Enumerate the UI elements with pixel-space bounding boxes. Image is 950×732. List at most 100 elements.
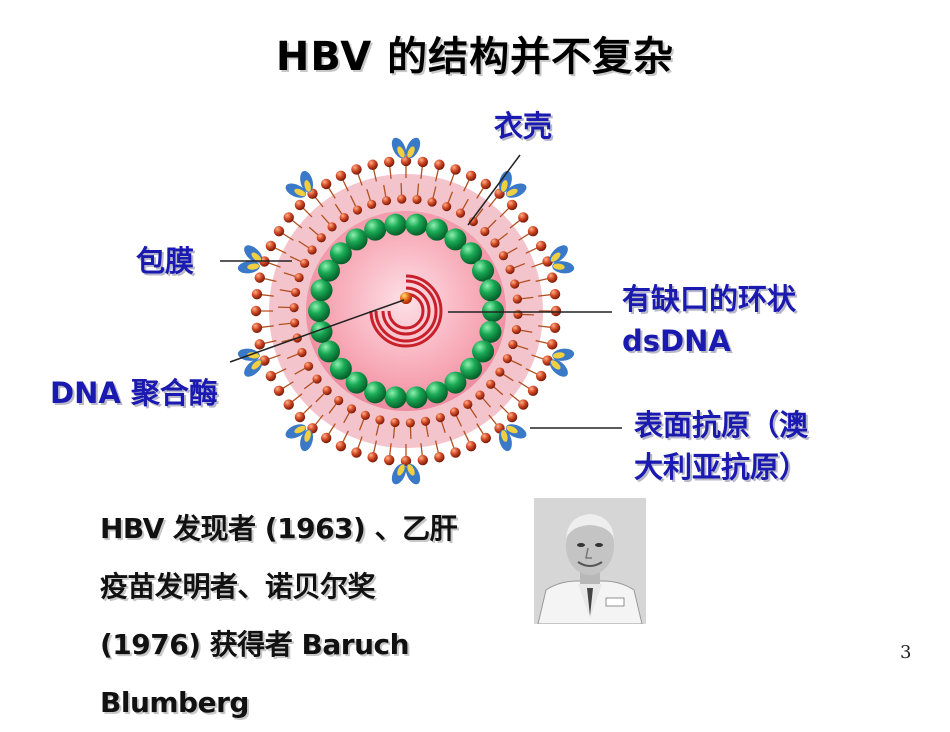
lipid-head [412,195,421,204]
lipid-head [323,386,332,395]
lipid-head [367,452,377,462]
capsomer-ball [308,300,330,322]
bio-line-4: Blumberg [100,674,520,732]
lipid-head [507,200,517,210]
lipid-head [518,399,528,409]
lipid-head [384,455,394,465]
lipid-head [508,340,517,349]
label-dna-polymerase: DNA 聚合酶 [50,372,218,414]
label-capsid: 衣壳 [494,105,552,147]
capsomer-ball [426,381,448,403]
lipid-head [295,200,305,210]
lipid-head [307,245,316,254]
lipid-head [528,226,538,236]
lipid-head [252,289,262,299]
lipid-head [551,306,561,316]
lipid-head [297,348,306,357]
lipid-head [466,441,476,451]
capsomer-ball [318,340,340,362]
lipid-head [336,441,346,451]
capsomer-ball [479,321,501,343]
lipid-head [550,289,560,299]
label-antigen-line1: 表面抗原（澳 [634,404,808,446]
lipid-head [367,200,376,209]
lipid-head [295,273,304,282]
lipid-head [480,227,489,236]
label-envelope: 包膜 [136,240,194,282]
hbv-virion [234,135,578,486]
lipid-head [284,399,294,409]
lipid-head [334,396,343,405]
lipid-head [351,447,361,457]
lipid-head [255,339,265,349]
lipid-head [436,413,445,422]
capsomer-ball [385,386,407,408]
capsomer-ball [405,386,427,408]
lipid-head [251,306,261,316]
lipid-head [481,179,491,189]
capsid-core [306,211,506,411]
lipid-head [284,212,294,222]
lipid-head [336,171,346,181]
lipid-head [442,202,451,211]
capsomer-ball [444,372,466,394]
lipid-head [463,400,472,409]
portrait-photo [534,498,646,624]
lipid-head [384,157,394,167]
lipid-head [353,205,362,214]
lipid-head [291,288,300,297]
lipid-head [499,251,508,260]
lipid-head [513,310,522,319]
lipid-head [317,233,326,242]
lipid-head [547,272,557,282]
lipid-head [513,294,522,303]
lipid-head [490,238,499,247]
label-antigen-line2: 大利亚抗原） [634,446,808,488]
bio-line-2: 疫苗发明者、诺贝尔奖 [100,558,520,616]
lipid-head [427,197,436,206]
lipid-head [367,160,377,170]
lipid-head [397,194,406,203]
lipid-head [503,354,512,363]
lipid-head [550,323,560,333]
lipid-head [450,407,459,416]
capsomer-ball [385,214,407,236]
lipid-head [361,411,370,420]
lipid-head [547,339,557,349]
lipid-head [351,164,361,174]
lipid-head [327,222,336,231]
capsomer-ball [479,279,501,301]
lipid-head [536,241,546,251]
lipid-head [266,371,276,381]
lipid-head [321,433,331,443]
lipid-head [518,212,528,222]
lipid-head [495,367,504,376]
lipid-head [450,447,460,457]
lipid-head [418,455,428,465]
page-number: 3 [900,642,911,663]
capsomer-ball [364,381,386,403]
lipid-head [434,452,444,462]
label-dsdna-line1: 有缺口的环状 [622,278,796,320]
capsomer-ball [346,228,368,250]
lipid-head [481,433,491,443]
lipid-head [434,160,444,170]
capsomer-ball [472,260,494,282]
lipid-head [375,415,384,424]
lipid-head [321,179,331,189]
lipid-head [510,279,519,288]
lipid-head [406,418,415,427]
lipid-head [300,259,309,268]
lipid-head [512,325,521,334]
lipid-head [289,303,298,312]
capsomer-ball [482,300,504,322]
lipid-head [456,209,465,218]
bio-text: HBV 发现者 (1963) 、乙肝 疫苗发明者、诺贝尔奖 (1976) 获得者… [100,500,520,732]
lipid-head [274,386,284,396]
lipid-head [421,417,430,426]
lipid-head [466,171,476,181]
lipid-head [505,265,514,274]
lipid-head [347,404,356,413]
lipid-head [255,272,265,282]
lipid-head [382,196,391,205]
